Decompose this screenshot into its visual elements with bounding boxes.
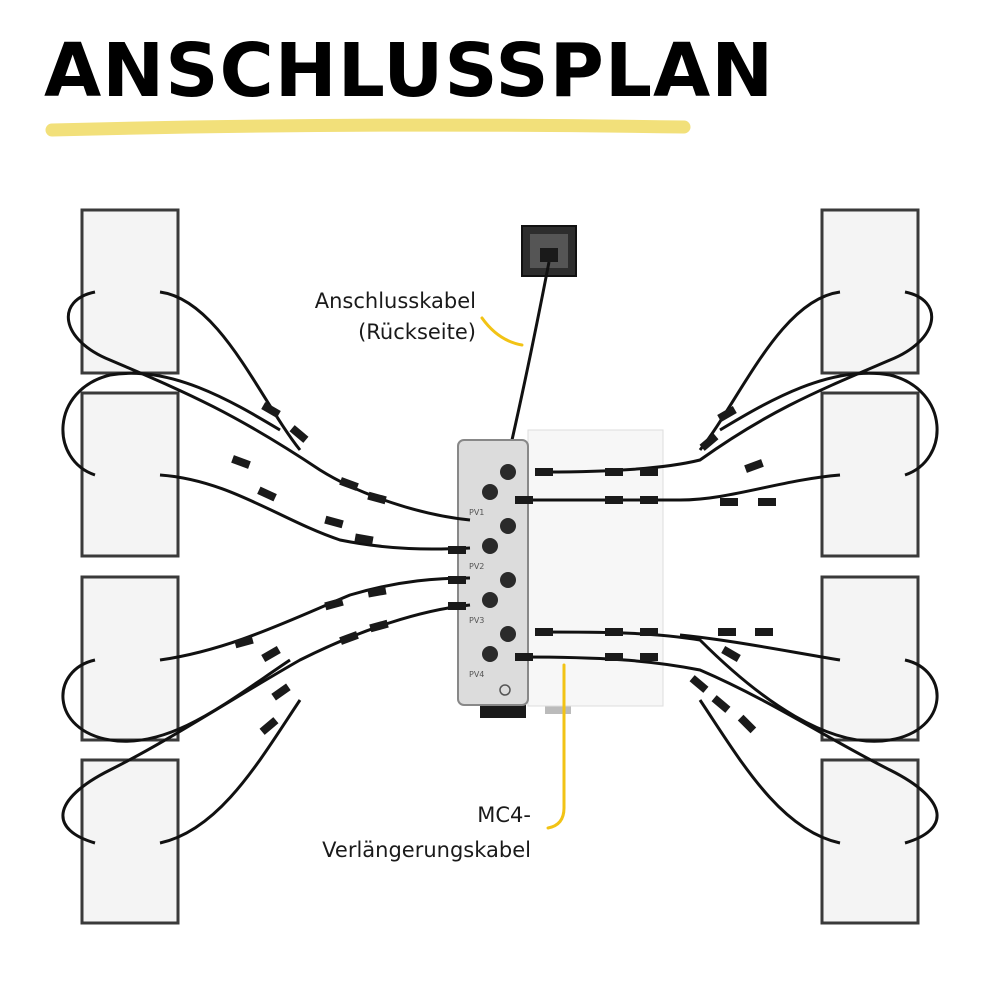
left-panels <box>80 208 180 925</box>
left-cables <box>61 290 471 845</box>
left-mc4-connectors <box>231 402 466 735</box>
callout-line-extension-cable <box>546 663 566 830</box>
port-label-pv4: PV4 <box>469 670 484 679</box>
port-label-pv2: PV2 <box>469 562 484 571</box>
callout-line-connection-cable <box>480 316 524 347</box>
solar-panel-right-2 <box>820 391 920 558</box>
page-title: ANSCHLUSSPLAN <box>44 28 775 114</box>
port-label-pv1: PV1 <box>469 508 484 517</box>
ground-icon <box>499 684 511 696</box>
connection-cable <box>510 261 551 441</box>
label-connection-cable-rear: (Rückseite) <box>358 320 476 344</box>
right-mc4-connectors <box>515 406 776 734</box>
label-connection-cable: Anschlusskabel <box>315 289 476 313</box>
port-label-pv3: PV3 <box>469 616 484 625</box>
right-panels <box>820 208 920 925</box>
label-extension-cable-name: Verlängerungskabel <box>322 838 531 862</box>
label-extension-cable: MC4- <box>477 803 531 827</box>
title-underline <box>45 118 691 137</box>
